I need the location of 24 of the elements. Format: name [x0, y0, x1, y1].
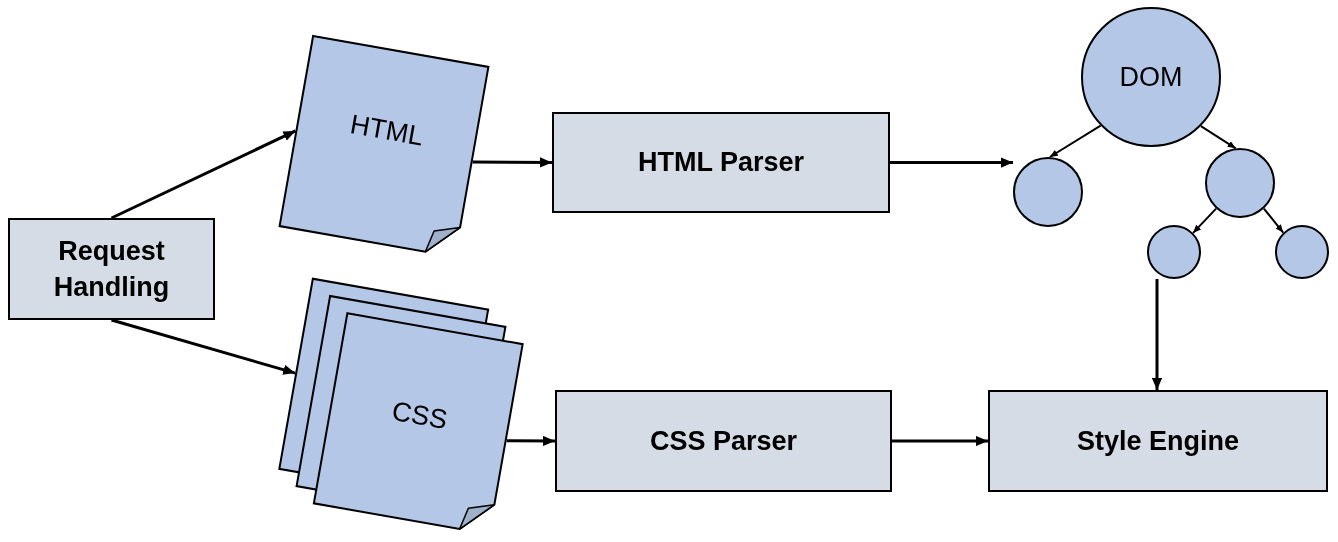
arrow [1151, 279, 1163, 390]
process-box [555, 390, 892, 492]
process-box [552, 112, 890, 213]
box-label: CSS Parser [649, 424, 798, 458]
box-label: Request Handling [52, 234, 171, 304]
arrow [1048, 124, 1102, 158]
box-label: Style Engine [1076, 424, 1239, 458]
arrow [890, 157, 1013, 168]
node-label: DOM [1119, 60, 1183, 94]
tree-node-circle [1205, 148, 1275, 218]
arrow [892, 435, 988, 447]
arrow [1262, 207, 1285, 234]
tree-node-circle [1147, 225, 1201, 279]
arrow [1199, 125, 1237, 150]
document-label: HTML [347, 108, 427, 154]
process-box [988, 390, 1328, 492]
arrow [472, 157, 552, 168]
arrow [110, 129, 297, 220]
process-box [8, 218, 215, 320]
arrow [111, 318, 296, 375]
tree-node-circle [1275, 225, 1329, 279]
arrow [1192, 207, 1218, 234]
document-label: CSS [388, 394, 451, 437]
box-label: HTML Parser [637, 146, 805, 180]
